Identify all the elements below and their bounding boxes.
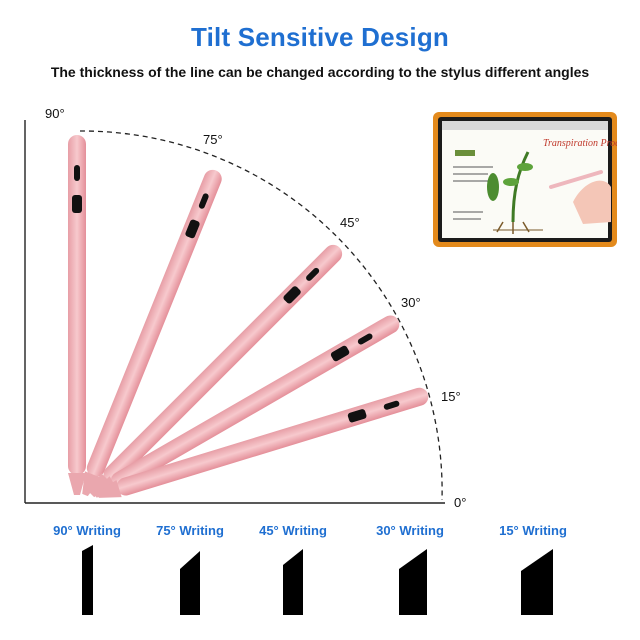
stroke-90 [82,545,93,615]
pencil-15 [97,387,429,498]
svg-text:Transpiration Process: Transpiration Process [543,138,617,149]
angle-arc [79,130,443,501]
tilt-angle-diagram [24,120,445,504]
angle-label-15: 15° [441,389,461,404]
tablet-illustration: Transpiration Process [433,112,617,247]
stroke-45 [283,549,303,615]
writing-label-30: 30° Writing [376,523,444,538]
angle-label-30: 30° [401,295,421,310]
stroke-30 [399,549,427,615]
angle-label-0: 0° [454,495,467,510]
writing-label-15: 15° Writing [499,523,567,538]
subtitle: The thickness of the line can be changed… [50,64,590,80]
pencil-75 [82,169,222,497]
pencil-90 [68,135,86,495]
angle-label-90: 90° [45,106,65,121]
angle-label-75: 75° [203,132,223,147]
stroke-75 [180,551,200,615]
writing-label-90: 90° Writing [53,523,121,538]
angle-label-45: 45° [340,215,360,230]
stroke-15 [521,549,553,615]
title: Tilt Sensitive Design [190,22,450,52]
writing-label-45: 45° Writing [259,523,327,538]
writing-label-75: 75° Writing [156,523,224,538]
